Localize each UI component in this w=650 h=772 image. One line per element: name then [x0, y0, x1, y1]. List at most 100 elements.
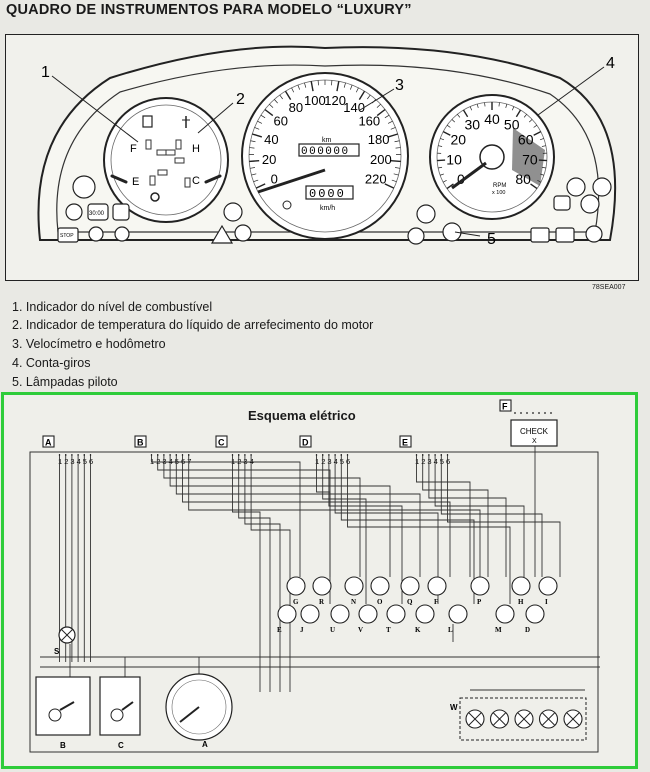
- fuel-pump-icon: [142, 115, 153, 128]
- speed-tick-label: 180: [368, 132, 390, 147]
- lamp-ignition-icon: [72, 175, 96, 199]
- callout-3: 3: [395, 77, 404, 94]
- connector-pin: 1: [315, 457, 319, 466]
- connector-box: [399, 435, 412, 448]
- rpm-tick-label: 20: [451, 131, 467, 147]
- lamp-bottom-label: K: [415, 626, 421, 634]
- connector-pin: 7: [187, 457, 191, 466]
- temp-cold-label: C: [192, 175, 200, 187]
- lamp-bottom-icon: [386, 604, 406, 624]
- rpm-tick-label: 30: [464, 117, 480, 133]
- lamp-bottom-icon: [495, 604, 515, 624]
- legend-item-5: 5. Lâmpadas piloto: [12, 375, 118, 389]
- connector-pin: 4: [169, 457, 173, 466]
- connector-letter: C: [218, 438, 225, 448]
- speed-tick-label: 80: [289, 100, 303, 115]
- connector-pin: 2: [237, 457, 241, 466]
- figure-reference: 78SEA007: [592, 284, 626, 291]
- connector-letter: D: [302, 438, 309, 448]
- connector-box: [499, 399, 512, 412]
- legend-item-3: 3. Velocímetro e hodômetro: [12, 337, 166, 351]
- connector-box: [42, 435, 55, 448]
- trip-display: 0000: [309, 187, 346, 201]
- rpm-tick-label: 80: [515, 171, 531, 187]
- lamp-top-label: H: [518, 598, 524, 606]
- connector-pin: 5: [175, 457, 179, 466]
- lamp-top-label: F: [434, 598, 438, 606]
- lamp-top-label: I: [545, 598, 548, 606]
- connector-box: [134, 435, 147, 448]
- lamp-bottom-icon: [330, 604, 350, 624]
- connector-pin: 2: [321, 457, 325, 466]
- lamp-top-label: P: [477, 598, 482, 606]
- connector-pin: 3: [243, 457, 247, 466]
- rpm-tick-label: 10: [446, 151, 462, 167]
- lamp-top-label: Q: [407, 598, 413, 606]
- connector-pin: 6: [89, 457, 93, 466]
- speed-tick-label: 20: [262, 152, 276, 167]
- speedometer-km-label: km: [322, 137, 332, 144]
- callout-1: 1: [41, 64, 50, 81]
- component-s-label: S: [54, 647, 60, 656]
- lamp-top-label: R: [319, 598, 325, 606]
- fuel-temp-gauge: [103, 97, 229, 223]
- connector-pin: 4: [334, 457, 338, 466]
- component-w-label: W: [450, 703, 458, 712]
- lamp-bottom-icon: [300, 604, 320, 624]
- lamp-bottom-icon: [448, 604, 468, 624]
- lamp-bottom-label: U: [330, 626, 335, 634]
- lamp-top-icon: [400, 576, 420, 596]
- connector-pin: 6: [346, 457, 350, 466]
- connector-pin: 2: [156, 457, 160, 466]
- lamp-top-icon: [286, 576, 306, 596]
- speed-tick-label: 100: [304, 93, 326, 108]
- lamp-stop-icon: [57, 227, 79, 243]
- lamp-top-label: G: [293, 598, 299, 606]
- callout-5: 5: [487, 231, 496, 248]
- temp-hot-label: H: [192, 143, 200, 155]
- connector-pin: 1: [415, 457, 419, 466]
- connector-pin: 4: [77, 457, 81, 466]
- component-b-label: B: [60, 741, 66, 750]
- rpm-factor-label: x 100: [492, 190, 505, 196]
- connector-pin: 3: [427, 457, 431, 466]
- connector-pin: 5: [83, 457, 87, 466]
- lamp-top-icon: [312, 576, 332, 596]
- rpm-tick-label: 70: [522, 151, 538, 167]
- temp-gauge-component: [99, 676, 141, 736]
- lamp-stop-label: STOP: [60, 233, 74, 239]
- lamp-top-icon: [344, 576, 364, 596]
- lamp-bottom-icon: [525, 604, 545, 624]
- schematic-title: Esquema elétrico: [248, 408, 356, 423]
- lamp-bottom-label: D: [525, 626, 530, 634]
- speed-tick-label: 60: [273, 114, 287, 129]
- legend-item-1: 1. Indicador do nível de combustível: [12, 300, 213, 314]
- lamp-top-label: O: [377, 598, 383, 606]
- lamp-clock-label: 30:00: [89, 211, 105, 217]
- speed-tick-label: 160: [358, 114, 380, 129]
- speed-tick-label: 140: [343, 100, 365, 115]
- lamp-bottom-label: M: [495, 626, 502, 634]
- connector-pin: 3: [162, 457, 166, 466]
- connector-pin: 4: [434, 457, 438, 466]
- connector-pin: 6: [446, 457, 450, 466]
- callout-4: 4: [606, 55, 615, 72]
- connector-pin: 1: [231, 457, 235, 466]
- connector-letter: B: [137, 438, 144, 448]
- lamp-clock-icon: [87, 203, 109, 221]
- callout-2: 2: [236, 91, 245, 108]
- rpm-tick-label: 60: [518, 131, 534, 147]
- lamp-top-icon: [370, 576, 390, 596]
- component-c-label: C: [118, 741, 124, 750]
- connector-pin: 6: [181, 457, 185, 466]
- speed-tick-label: 120: [324, 93, 346, 108]
- component-a-label: A: [202, 740, 208, 749]
- lamp-bottom-icon: [277, 604, 297, 624]
- connector-pin: 3: [327, 457, 331, 466]
- fuel-gauge-component: [35, 676, 91, 736]
- lamp-headlight-icon: [65, 203, 83, 221]
- rpm-tick-label: 40: [484, 111, 500, 127]
- connector-pin: 5: [440, 457, 444, 466]
- page-title: QUADRO DE INSTRUMENTOS PARA MODELO “LUXU…: [6, 2, 412, 18]
